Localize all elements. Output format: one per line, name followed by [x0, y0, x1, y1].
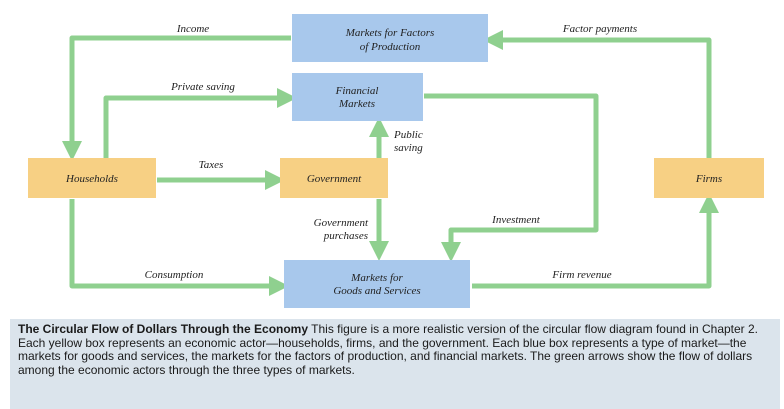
investment-arrow — [424, 93, 599, 263]
households-box — [28, 158, 156, 198]
caption-body: This figure is a more realistic version … — [18, 322, 759, 377]
consumption-arrow — [69, 199, 290, 296]
factor-payments-arrow — [482, 30, 712, 158]
figure-caption: The Circular Flow of Dollars Through the… — [10, 319, 780, 409]
public-saving-label-line2: saving — [394, 142, 423, 154]
taxes-label: Taxes — [199, 159, 224, 171]
government-label: Government — [307, 173, 362, 185]
investment-label: Investment — [491, 214, 541, 226]
firm-revenue-label: Firm revenue — [551, 269, 611, 281]
caption-title: The Circular Flow of Dollars Through the… — [18, 322, 309, 336]
private-saving-label: Private saving — [170, 81, 235, 93]
factor-markets-label-line1: Markets for Factors — [345, 27, 435, 39]
consumption-label: Consumption — [145, 269, 204, 281]
firms-box — [654, 158, 764, 198]
goods-markets-label-line1: Markets for — [350, 272, 403, 284]
households-label: Households — [65, 173, 118, 185]
goods-markets-label-line2: Goods and Services — [333, 285, 420, 297]
factor-payments-label: Factor payments — [562, 23, 637, 35]
firm-revenue-arrow — [472, 192, 719, 289]
firms-label: Firms — [695, 173, 722, 185]
private-saving-arrow — [103, 88, 298, 158]
public-saving-label-line1: Public — [393, 129, 423, 141]
income-arrow — [62, 35, 291, 162]
factor-markets-box — [292, 14, 488, 62]
goods-markets-box — [284, 260, 470, 308]
government-purchases-label-line1: Government — [314, 217, 369, 229]
financial-markets-box — [292, 73, 423, 121]
government-box — [280, 158, 388, 198]
income-label: Income — [176, 23, 209, 35]
factor-markets-label-line2: of Production — [360, 41, 421, 53]
financial-markets-label-line1: Financial — [335, 85, 379, 97]
financial-markets-label-line2: Markets — [338, 98, 375, 110]
government-purchases-label-line2: purchases — [323, 230, 368, 242]
